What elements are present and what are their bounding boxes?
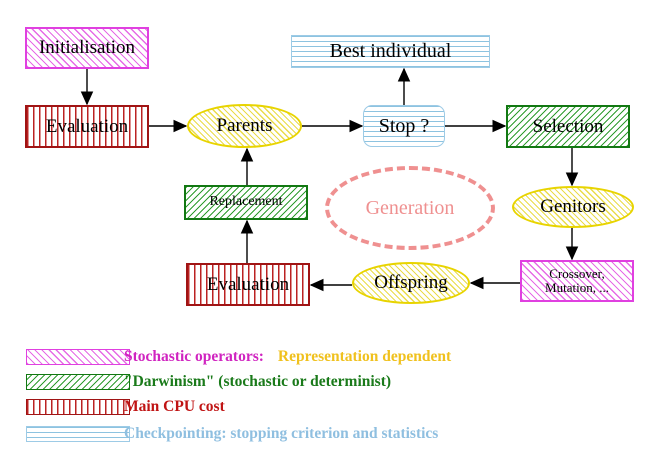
- node-best-individual-label: Best individual: [329, 40, 452, 62]
- legend-row-main-cpu-cost: Main CPU cost: [0, 395, 662, 419]
- legend-swatch-magenta: [26, 349, 130, 365]
- node-evaluation-bottom-label: Evaluation: [206, 273, 290, 295]
- node-replacement[interactable]: Replacement: [184, 185, 308, 220]
- legend-label-darwinism: "Darwinism" (stochastic or determinist): [124, 373, 392, 390]
- legend-label-checkpointing: Checkpointing: stopping criterion and st…: [124, 425, 439, 442]
- node-best-individual[interactable]: Best individual: [291, 35, 490, 68]
- node-evaluation-top[interactable]: Evaluation: [25, 105, 149, 148]
- legend-row-stochastic-operators: Stochastic operators: Representation depe…: [0, 345, 662, 369]
- legend-label-stochastic-operators-primary: Stochastic operators:: [124, 348, 264, 365]
- legend-label-stochastic-operators-secondary: Representation dependent: [277, 348, 452, 365]
- node-selection-label: Selection: [532, 115, 604, 137]
- node-evaluation-top-label: Evaluation: [45, 115, 129, 137]
- node-genitors-label: Genitors: [540, 196, 606, 218]
- node-evaluation-bottom[interactable]: Evaluation: [186, 263, 310, 306]
- node-initialisation[interactable]: Initialisation: [25, 27, 149, 69]
- legend-label-stochastic-operators: Stochastic operators: Representation depe…: [124, 348, 451, 366]
- legend-row-darwinism: "Darwinism" (stochastic or determinist): [0, 370, 662, 394]
- node-stop-label: Stop ?: [378, 114, 430, 137]
- node-crossover-mutation[interactable]: Crossover, Mutation, ...: [520, 260, 634, 302]
- legend-swatch-blue: [26, 426, 130, 442]
- node-offspring[interactable]: Offspring: [352, 262, 470, 304]
- node-parents[interactable]: Parents: [187, 104, 302, 148]
- node-offspring-label: Offspring: [374, 272, 448, 294]
- node-generation-label: Generation: [365, 196, 455, 219]
- legend-label-main-cpu-cost: Main CPU cost: [124, 398, 225, 415]
- node-selection[interactable]: Selection: [506, 105, 630, 148]
- node-replacement-label: Replacement: [209, 194, 283, 210]
- legend-row-checkpointing: Checkpointing: stopping criterion and st…: [0, 422, 662, 446]
- legend-swatch-red: [26, 399, 130, 415]
- node-generation: Generation: [325, 166, 495, 250]
- node-initialisation-label: Initialisation: [38, 37, 136, 59]
- legend-swatch-green: [26, 374, 130, 390]
- node-parents-label: Parents: [216, 115, 273, 137]
- node-crossover-mutation-label: Crossover, Mutation, ...: [545, 266, 609, 295]
- node-stop[interactable]: Stop ?: [363, 105, 445, 147]
- node-genitors[interactable]: Genitors: [512, 186, 634, 228]
